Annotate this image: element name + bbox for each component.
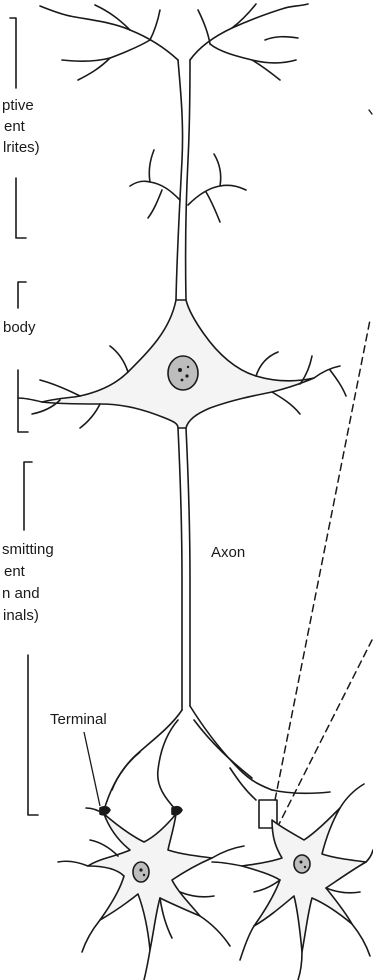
axon-terminals: [100, 706, 330, 815]
label-receptive-line2: ent: [4, 117, 25, 136]
label-cell-body: body: [3, 318, 36, 337]
label-receptive-line3: lrites): [3, 138, 40, 157]
label-axon: Axon: [211, 543, 245, 562]
margin-mark: [369, 110, 372, 114]
label-transmit-line3: n and: [2, 584, 40, 603]
axon: [178, 428, 190, 710]
nucleus: [168, 356, 198, 390]
bracket-cell-body: [18, 282, 28, 432]
label-transmit-line4: inals): [3, 606, 39, 625]
label-receptive-line1: ptive: [2, 96, 34, 115]
label-transmit-line1: smitting: [2, 540, 54, 559]
label-terminal: Terminal: [50, 710, 107, 729]
dendrite-tree: [40, 4, 308, 300]
postsynaptic-neuron-right: [212, 784, 373, 980]
zoom-lines: [275, 320, 372, 828]
bracket-transmitting: [24, 462, 38, 815]
label-transmit-line2: ent: [4, 562, 25, 581]
postsynaptic-neuron-left: [58, 808, 244, 980]
